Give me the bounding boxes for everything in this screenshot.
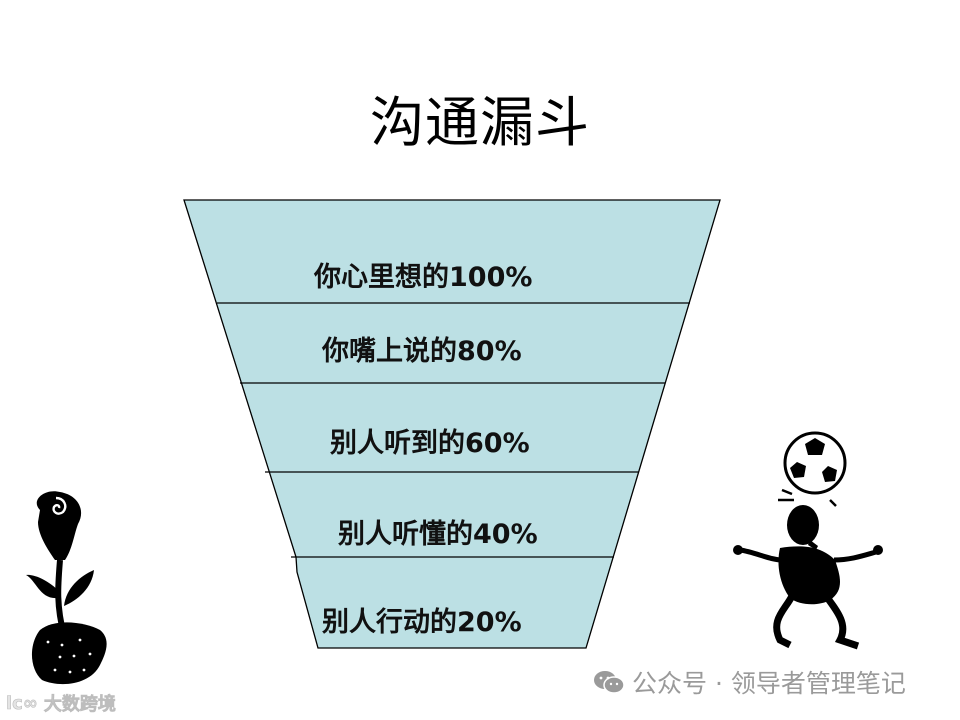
funnel-stage-5-label: 别人行动的20%: [322, 607, 522, 638]
watermark-account: 公众号 · 领导者管理笔记: [592, 664, 906, 700]
watermark-brand: lc∞ 大数跨境: [6, 690, 116, 716]
slide-title: 沟通漏斗: [370, 91, 590, 154]
wechat-icon: [594, 671, 625, 694]
soccer-figure-icon: [733, 431, 883, 650]
funnel-stage-1-label: 你心里想的100%: [314, 262, 533, 293]
rose-plant-icon: [26, 491, 107, 685]
funnel-stage-2-label: 你嘴上说的80%: [322, 336, 522, 367]
watermark-brand-text: 大数跨境: [43, 694, 117, 716]
funnel-stage-4-label: 别人听懂的40%: [338, 519, 538, 550]
brand-logo-icon: lc∞: [6, 692, 38, 714]
funnel-stage-3-label: 别人听到的60%: [330, 428, 530, 459]
watermark-account-text: 公众号 · 领导者管理笔记: [632, 669, 906, 698]
